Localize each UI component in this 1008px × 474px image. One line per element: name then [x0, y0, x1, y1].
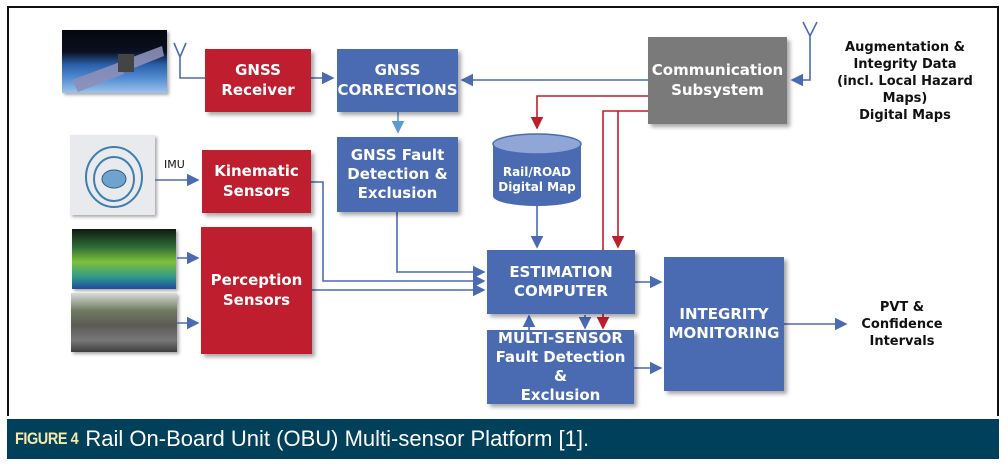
figure-caption: FIGURE 4 Rail On-Board Unit (OBU) Multi-…: [7, 419, 999, 459]
satellite-image: [62, 30, 167, 93]
integrity-monitoring-block: INTEGRITY MONITORING: [664, 257, 784, 391]
rail-track-camera-image: [71, 293, 177, 352]
digital-map-cylinder-icon: [492, 133, 582, 206]
digital-map-label: Rail/ROAD Digital Map: [498, 164, 576, 194]
gnss-antenna-icon: [173, 42, 205, 79]
caption-figure-number: FIGURE 4: [15, 429, 79, 448]
kinematic-sensors-block: Kinematic Sensors: [202, 150, 311, 213]
lidar-point-cloud-image: [72, 229, 176, 289]
imu-label: IMU: [164, 158, 185, 171]
augmentation-data-label: Augmentation & Integrity Data (incl. Loc…: [837, 40, 973, 123]
comm-antenna-icon: [792, 21, 818, 80]
communication-subsystem-block: Communication Subsystem: [648, 37, 787, 124]
caption-text: Rail On-Board Unit (OBU) Multi-sensor Pl…: [85, 426, 590, 451]
gnss-corrections-block: GNSS CORRECTIONS: [337, 49, 458, 112]
multi-sensor-fde-block: MULTI-SENSOR Fault Detection & Exclusion: [487, 329, 634, 404]
gnss-fault-detection-block: GNSS Fault Detection & Exclusion: [337, 137, 458, 212]
satellite-icon: [72, 46, 164, 92]
pvt-output-label: PVT & Confidence Intervals: [861, 300, 943, 349]
wire-gnssfde-estimation: [396, 212, 486, 279]
imu-diagram-image: [70, 135, 155, 215]
wire-kinematic-estimation: [311, 181, 486, 288]
wire-comm-estimation: [611, 110, 648, 249]
perception-sensors-block: Perception Sensors: [201, 227, 312, 354]
gnss-receiver-block: GNSS Receiver: [205, 49, 311, 112]
gyroscope-icon: [85, 146, 143, 208]
estimation-computer-block: ESTIMATION COMPUTER: [487, 250, 635, 314]
wire-comm-map: [530, 95, 648, 130]
